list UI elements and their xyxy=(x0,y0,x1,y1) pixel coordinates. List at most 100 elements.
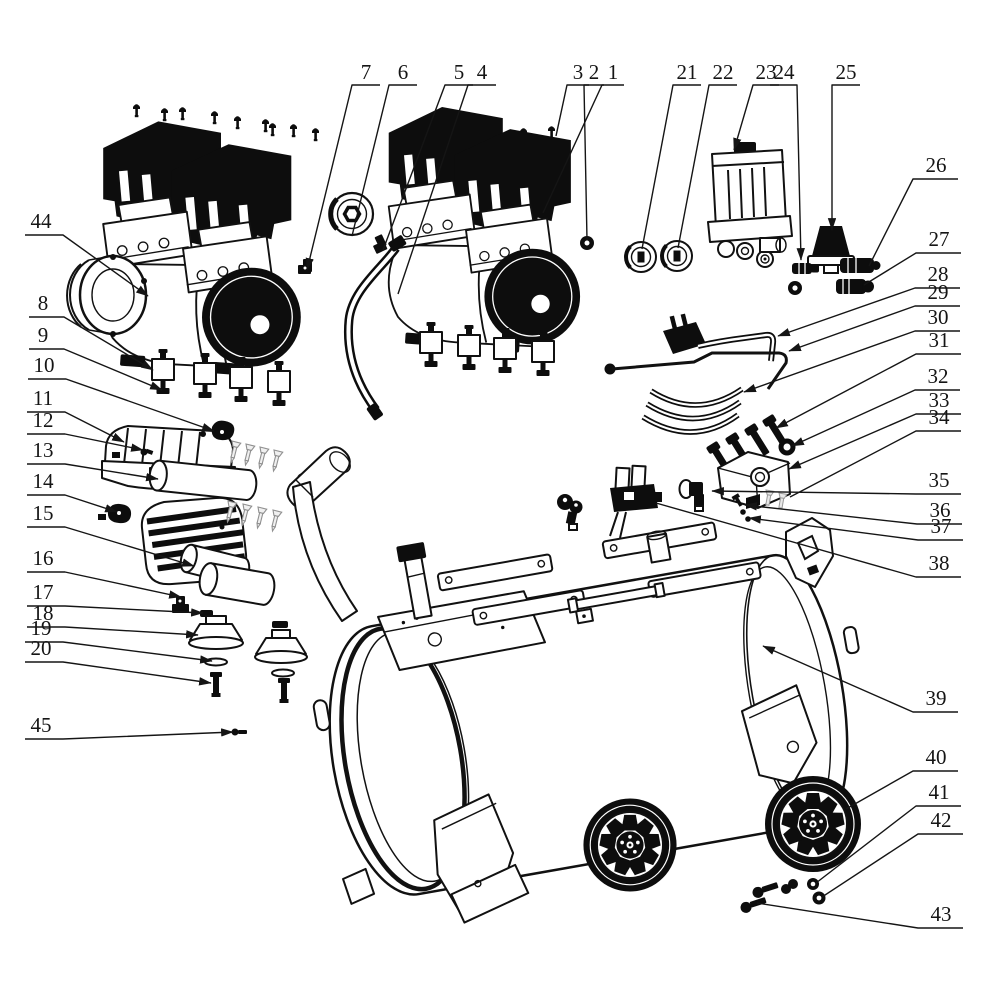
callout-36: 36 xyxy=(744,498,962,525)
part-number-28: 28 xyxy=(928,262,949,286)
part-number-44: 44 xyxy=(31,209,53,233)
leader-line-20 xyxy=(25,661,212,686)
inlet-elbow-left xyxy=(298,259,312,274)
leader-line-24 xyxy=(770,84,805,261)
leader-line-30 xyxy=(743,330,960,393)
solenoid-bracket xyxy=(609,464,662,539)
part-number-9: 9 xyxy=(38,323,49,347)
callout-24: 24 xyxy=(770,60,805,261)
air-tank xyxy=(312,521,860,924)
axle-nuts xyxy=(781,878,826,905)
part-number-39: 39 xyxy=(926,686,947,710)
part-number-23: 23 xyxy=(756,60,777,84)
part-number-20: 20 xyxy=(31,636,52,660)
callout-31: 31 xyxy=(775,328,961,429)
motor-assembly-right xyxy=(387,106,582,354)
tank-handle xyxy=(286,446,358,622)
part-number-43: 43 xyxy=(931,902,952,926)
callout-9: 9 xyxy=(29,323,163,391)
part-number-27: 27 xyxy=(929,227,950,251)
leader-line-44 xyxy=(25,234,149,297)
part-number-40: 40 xyxy=(926,745,947,769)
part-number-42: 42 xyxy=(931,808,952,832)
callout-33: 33 xyxy=(788,388,961,470)
callout-42: 42 xyxy=(821,808,963,898)
part-number-30: 30 xyxy=(928,305,949,329)
leader-line-37 xyxy=(748,515,963,541)
callout-32: 32 xyxy=(791,364,960,447)
bearing-clutch xyxy=(328,191,375,237)
part-number-11: 11 xyxy=(33,386,53,410)
part-number-1: 1 xyxy=(608,60,619,84)
part-number-37: 37 xyxy=(931,514,952,538)
filler-tube xyxy=(396,542,433,620)
part-number-2: 2 xyxy=(589,60,600,84)
callout-37: 37 xyxy=(748,514,963,541)
part-number-16: 16 xyxy=(33,546,54,570)
part-number-25: 25 xyxy=(836,60,857,84)
safety-valve xyxy=(557,494,583,531)
leader-line-16 xyxy=(27,571,182,599)
leader-line-23 xyxy=(733,84,779,151)
wheel-right xyxy=(764,775,862,873)
connector-26 xyxy=(840,258,881,273)
leader-line-34 xyxy=(789,430,961,498)
leader-line-10 xyxy=(28,378,215,432)
leader-line-19 xyxy=(25,641,213,664)
dome-port xyxy=(312,699,331,732)
callout-12: 12 xyxy=(27,408,144,452)
callout-41: 41 xyxy=(815,780,961,884)
callout-35: 35 xyxy=(711,468,961,496)
elbow-fitting xyxy=(678,479,704,512)
part-number-35: 35 xyxy=(929,468,950,492)
part-number-36: 36 xyxy=(930,498,951,522)
leader-line-35 xyxy=(711,486,961,496)
leader-line-29 xyxy=(788,305,960,352)
part-number-19: 19 xyxy=(31,616,52,640)
power-plug-cord xyxy=(663,313,777,362)
air-filter-lower xyxy=(98,496,283,606)
part-number-6: 6 xyxy=(398,60,409,84)
part-number-26: 26 xyxy=(926,153,947,177)
callout-20: 20 xyxy=(25,636,212,686)
leader-line-25 xyxy=(827,84,860,231)
rubber-foot-a xyxy=(188,615,244,650)
motor-assembly-left xyxy=(102,120,302,376)
part-number-7: 7 xyxy=(361,60,372,84)
callout-14: 14 xyxy=(27,469,118,513)
pressure-switch xyxy=(707,142,793,260)
part-number-4: 4 xyxy=(477,60,488,84)
leader-line-18 xyxy=(27,626,199,639)
callout-11: 11 xyxy=(27,386,125,443)
callout-44: 44 xyxy=(25,209,149,297)
callout-26: 26 xyxy=(868,153,958,267)
part-number-18: 18 xyxy=(33,601,54,625)
leader-line-14 xyxy=(27,494,118,513)
leader-line-41 xyxy=(815,805,961,884)
part-number-21: 21 xyxy=(677,60,698,84)
leader-line-3 xyxy=(555,84,589,137)
hose-elbow xyxy=(373,234,388,254)
part-number-10: 10 xyxy=(34,353,55,377)
callout-6: 6 xyxy=(351,60,417,237)
leader-line-45 xyxy=(25,728,234,740)
leader-line-9 xyxy=(29,348,163,391)
leader-line-38 xyxy=(655,502,961,578)
leader-line-27 xyxy=(863,252,961,286)
tank-rails xyxy=(436,521,762,626)
part-number-24: 24 xyxy=(774,60,796,84)
air-filter-upper xyxy=(101,420,309,501)
callout-16: 16 xyxy=(27,546,182,599)
part-number-45: 45 xyxy=(31,713,52,737)
filter-cartridge-upper xyxy=(148,459,258,501)
leader-line-12 xyxy=(27,433,144,452)
rubber-foot-b xyxy=(254,621,308,664)
part-number-31: 31 xyxy=(929,328,950,352)
callout-40: 40 xyxy=(845,745,958,810)
part-number-14: 14 xyxy=(33,469,55,493)
callout-39: 39 xyxy=(762,645,958,713)
handle-bracket xyxy=(785,517,834,588)
part-number-8: 8 xyxy=(38,291,49,315)
